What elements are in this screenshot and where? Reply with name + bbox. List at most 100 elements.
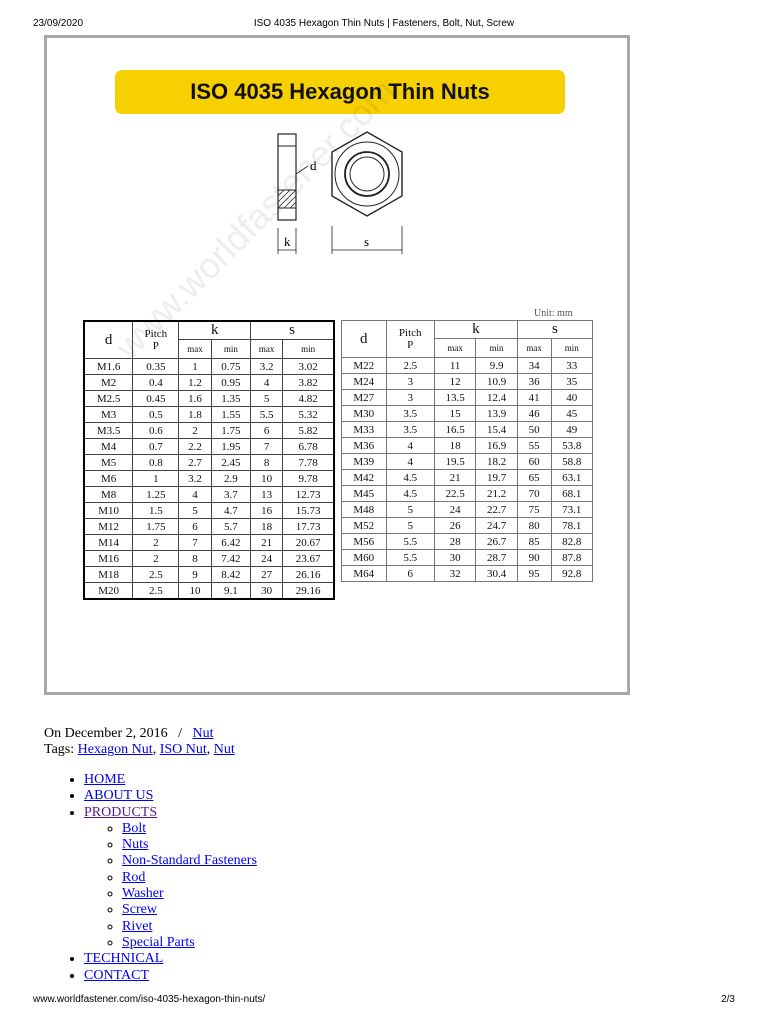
col-d: d bbox=[341, 320, 387, 358]
table-cell: 3 bbox=[385, 389, 435, 406]
nav-link-non-standard-fasteners[interactable]: Non-Standard Fasteners bbox=[122, 853, 257, 869]
table-cell: 45 bbox=[550, 405, 594, 422]
table-cell: 34 bbox=[516, 357, 552, 374]
col-k-max: max bbox=[178, 339, 212, 359]
table-cell: 1.25 bbox=[132, 486, 180, 503]
table-cell: 50 bbox=[516, 421, 552, 438]
nav-link-home[interactable]: HOME bbox=[84, 772, 126, 787]
table-cell: 13.5 bbox=[433, 389, 477, 406]
table-cell: M16 bbox=[83, 550, 134, 567]
table-cell: 11 bbox=[433, 357, 477, 374]
nav-link-washer[interactable]: Washer bbox=[122, 886, 164, 902]
nav-link-contact[interactable]: CONTACT bbox=[84, 967, 149, 983]
table-cell: M56 bbox=[341, 533, 387, 550]
table-cell: 18 bbox=[250, 518, 284, 535]
col-s-max: max bbox=[516, 338, 552, 358]
table-cell: 8 bbox=[178, 550, 212, 567]
nav-link-special-parts[interactable]: Special Parts bbox=[122, 934, 195, 950]
table-cell: 26.7 bbox=[475, 533, 518, 550]
table-cell: 73.1 bbox=[550, 501, 594, 518]
table-cell: 3.82 bbox=[282, 374, 335, 391]
print-footer: www.worldfastener.com/iso-4035-hexagon-t… bbox=[33, 994, 735, 1008]
table-cell: M12 bbox=[83, 518, 134, 535]
post-meta: On December 2, 2016 / Nut Tags: Hexagon … bbox=[44, 726, 235, 758]
table-cell: 2 bbox=[178, 422, 212, 439]
table-cell: 23.67 bbox=[282, 550, 335, 567]
table-cell: 9.1 bbox=[210, 582, 252, 600]
col-k: k bbox=[433, 320, 518, 339]
table-cell: M24 bbox=[341, 373, 387, 390]
table-cell: 1.6 bbox=[178, 390, 212, 407]
table-cell: 1.75 bbox=[210, 422, 252, 439]
products-submenu: Bolt Nuts Non-Standard Fasteners Rod Was… bbox=[84, 821, 257, 951]
print-url: www.worldfastener.com/iso-4035-hexagon-t… bbox=[33, 994, 266, 1005]
table-cell: 16.9 bbox=[475, 437, 518, 454]
table-cell: 9 bbox=[178, 566, 212, 583]
tag-link[interactable]: Nut bbox=[213, 742, 235, 757]
table-cell: 0.4 bbox=[132, 374, 180, 391]
table-cell: 65 bbox=[516, 469, 552, 486]
nav-link-rivet[interactable]: Rivet bbox=[122, 918, 153, 934]
table-cell: 68.1 bbox=[550, 485, 594, 502]
col-s-max: max bbox=[250, 339, 284, 359]
table-cell: 2.2 bbox=[178, 438, 212, 455]
nav-link-rod[interactable]: Rod bbox=[122, 869, 146, 885]
table-cell: 13.9 bbox=[475, 405, 518, 422]
table-cell: 6.78 bbox=[282, 438, 335, 455]
table-cell: 33 bbox=[550, 357, 594, 374]
table-cell: 1.35 bbox=[210, 390, 252, 407]
nav-link-bolt[interactable]: Bolt bbox=[122, 820, 147, 836]
nav-link-technical[interactable]: TECHNICAL bbox=[84, 951, 164, 967]
tag-link[interactable]: Hexagon Nut bbox=[77, 742, 153, 757]
table-cell: M27 bbox=[341, 389, 387, 406]
table-cell: 30 bbox=[250, 582, 284, 600]
table-cell: 1.2 bbox=[178, 374, 212, 391]
table-cell: 5 bbox=[250, 390, 284, 407]
table-cell: 12.4 bbox=[475, 389, 518, 406]
table-cell: 40 bbox=[550, 389, 594, 406]
table-cell: 46 bbox=[516, 405, 552, 422]
col-d: d bbox=[83, 320, 134, 359]
table-cell: 30 bbox=[433, 549, 477, 566]
table-cell: 70 bbox=[516, 485, 552, 502]
table-cell: 2 bbox=[132, 534, 180, 551]
table-cell: 3.2 bbox=[250, 358, 284, 375]
table-cell: 41 bbox=[516, 389, 552, 406]
table-cell: M42 bbox=[341, 469, 387, 486]
table-cell: 5.82 bbox=[282, 422, 335, 439]
table-cell: 95 bbox=[516, 565, 552, 582]
table-cell: 19.7 bbox=[475, 469, 518, 486]
table-cell: 49 bbox=[550, 421, 594, 438]
category-link[interactable]: Nut bbox=[192, 726, 214, 741]
nav-list: HOME ABOUT US PRODUCTS Bolt Nuts Non-Sta… bbox=[44, 772, 257, 984]
table-cell: 60 bbox=[516, 453, 552, 470]
table-cell: 0.45 bbox=[132, 390, 180, 407]
nav-link-screw[interactable]: Screw bbox=[122, 902, 157, 918]
nav-link-about-us[interactable]: ABOUT US bbox=[84, 788, 154, 804]
table-cell: 16.5 bbox=[433, 421, 477, 438]
nav-link-products[interactable]: PRODUCTS bbox=[84, 804, 158, 820]
nav-link-nuts[interactable]: Nuts bbox=[122, 837, 149, 853]
col-s-min: min bbox=[550, 338, 594, 358]
drawing-k-label: k bbox=[284, 234, 291, 249]
tag-link[interactable]: ISO Nut bbox=[159, 742, 207, 757]
figure-banner: ISO 4035 Hexagon Thin Nuts bbox=[115, 70, 565, 114]
table-cell: M36 bbox=[341, 437, 387, 454]
table-cell: 5.32 bbox=[282, 406, 335, 423]
col-s: s bbox=[516, 320, 594, 339]
nav-item-home: HOME bbox=[84, 772, 257, 788]
table-cell: 3.5 bbox=[385, 421, 435, 438]
table-cell: 5.7 bbox=[210, 518, 252, 535]
col-k-min: min bbox=[210, 339, 252, 359]
col-k: k bbox=[178, 320, 252, 340]
